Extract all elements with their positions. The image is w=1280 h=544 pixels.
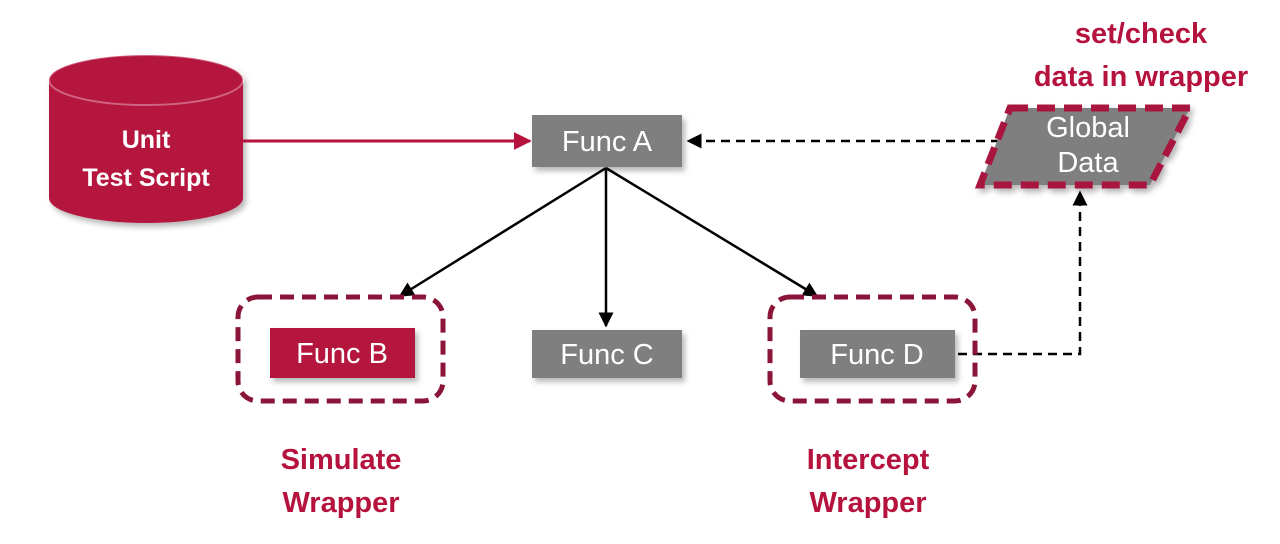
database-body: [49, 80, 243, 223]
global-data-shape: [974, 104, 1196, 189]
intercept-wrapper-boundary: [767, 294, 978, 404]
database-top-rim: [48, 54, 244, 106]
set-check-caption-line2: data in wrapper: [1034, 61, 1248, 93]
intercept-wrapper-caption-line1: Intercept: [807, 444, 930, 476]
database-label-line1: Unit: [122, 126, 171, 154]
database-top: [49, 55, 243, 105]
func-d-to-global-data-arrow: [958, 190, 1088, 356]
func-a-label: Func A: [562, 126, 653, 158]
unit-test-script-database: [48, 54, 244, 223]
func-c-label: Func C: [560, 339, 653, 371]
global-data-label-line2: Data: [1057, 147, 1119, 179]
func-a-to-func-b-arrow: [398, 166, 607, 298]
simulate-wrapper-boundary: [235, 294, 446, 404]
intercept-wrapper-caption-line2: Wrapper: [809, 487, 926, 519]
database-label-line2: Test Script: [82, 164, 210, 192]
func-d-box: [800, 330, 955, 378]
simulate-wrapper-caption-line2: Wrapper: [282, 487, 399, 519]
func-c-box: [532, 330, 682, 378]
set-check-caption-line1: set/check: [1075, 18, 1208, 50]
simulate-wrapper-caption-line1: Simulate: [281, 444, 402, 476]
func-b-box: [270, 328, 415, 378]
func-d-label: Func D: [830, 339, 923, 371]
func-a-box: [532, 115, 682, 167]
func-a-to-func-d-arrow: [605, 166, 819, 298]
func-b-label: Func B: [296, 338, 388, 370]
global-data-label-line1: Global: [1046, 112, 1130, 144]
